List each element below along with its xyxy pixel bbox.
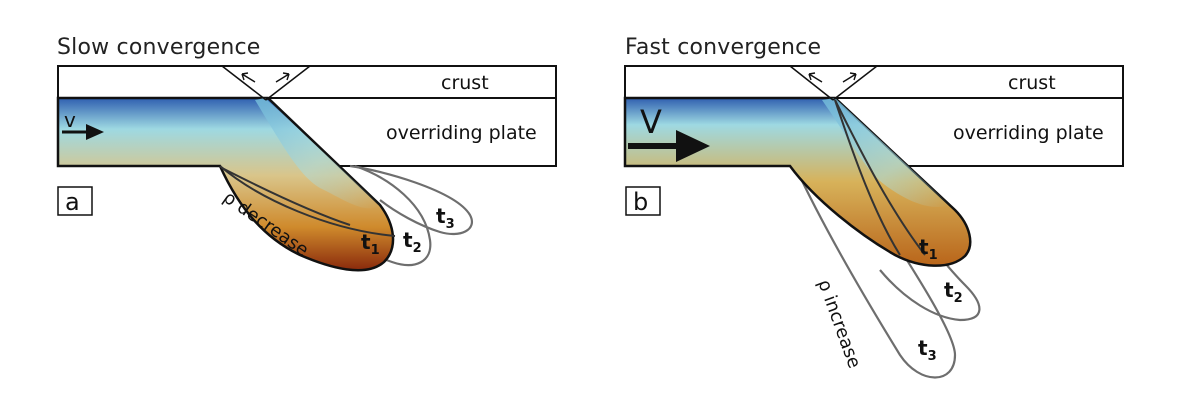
crust-layer-b [624, 65, 1124, 99]
slab-line-t3-a [221, 167, 351, 226]
time-label-t3-b: t3 [918, 336, 937, 364]
panel-label-box-b [625, 186, 661, 216]
slab-shade-a [255, 98, 380, 209]
crust-label-b: crust [1008, 72, 1056, 94]
slab-outline-t3-a [349, 164, 473, 236]
overriding-plate-label-b: overriding plate [953, 122, 1104, 144]
panel-a: v crust overriding plate a ρ decrease t1… [56, 65, 557, 272]
normal-fault-arrow-right-b [842, 72, 857, 83]
velocity-arrow-head-b [676, 130, 710, 162]
time-label-t3-a: t3 [436, 204, 455, 232]
title-slow-convergence: Slow convergence [57, 35, 261, 60]
crust-label-a: crust [441, 72, 489, 94]
time-label-t1-a: t1 [361, 230, 380, 258]
title-fast-convergence: Fast convergence [625, 35, 822, 60]
time-label-t2-b: t2 [944, 278, 963, 306]
velocity-arrow-head-a [86, 124, 104, 140]
normal-fault-arrow-left-b [808, 72, 823, 83]
slab-line-t2-b [834, 99, 926, 256]
velocity-label-a: v [64, 108, 76, 132]
time-label-t2-a: t2 [403, 228, 422, 256]
fault-right-a [265, 65, 311, 101]
panel-label-a: a [65, 188, 80, 216]
slab-line-t3-b [834, 99, 901, 256]
fault-left-b [789, 65, 834, 101]
fault-right-b [832, 65, 878, 101]
panel-label-box-a [57, 186, 93, 216]
time-label-t1-b: t1 [919, 235, 938, 263]
slab-shade-b [822, 98, 950, 208]
normal-fault-arrow-left-a [241, 72, 256, 83]
density-label-b: ρ increase [813, 277, 865, 372]
fault-left-a [221, 65, 267, 101]
normal-fault-arrow-right-a [275, 72, 290, 83]
panel-label-b: b [633, 188, 648, 216]
slab-outline-t3-b [794, 165, 957, 379]
slab-line-t2-a [219, 165, 396, 237]
velocity-label-b: V [640, 103, 662, 141]
overriding-plate-label-a: overriding plate [386, 122, 537, 144]
panel-b: V crust overriding plate b ρ increase t1… [623, 65, 1124, 379]
